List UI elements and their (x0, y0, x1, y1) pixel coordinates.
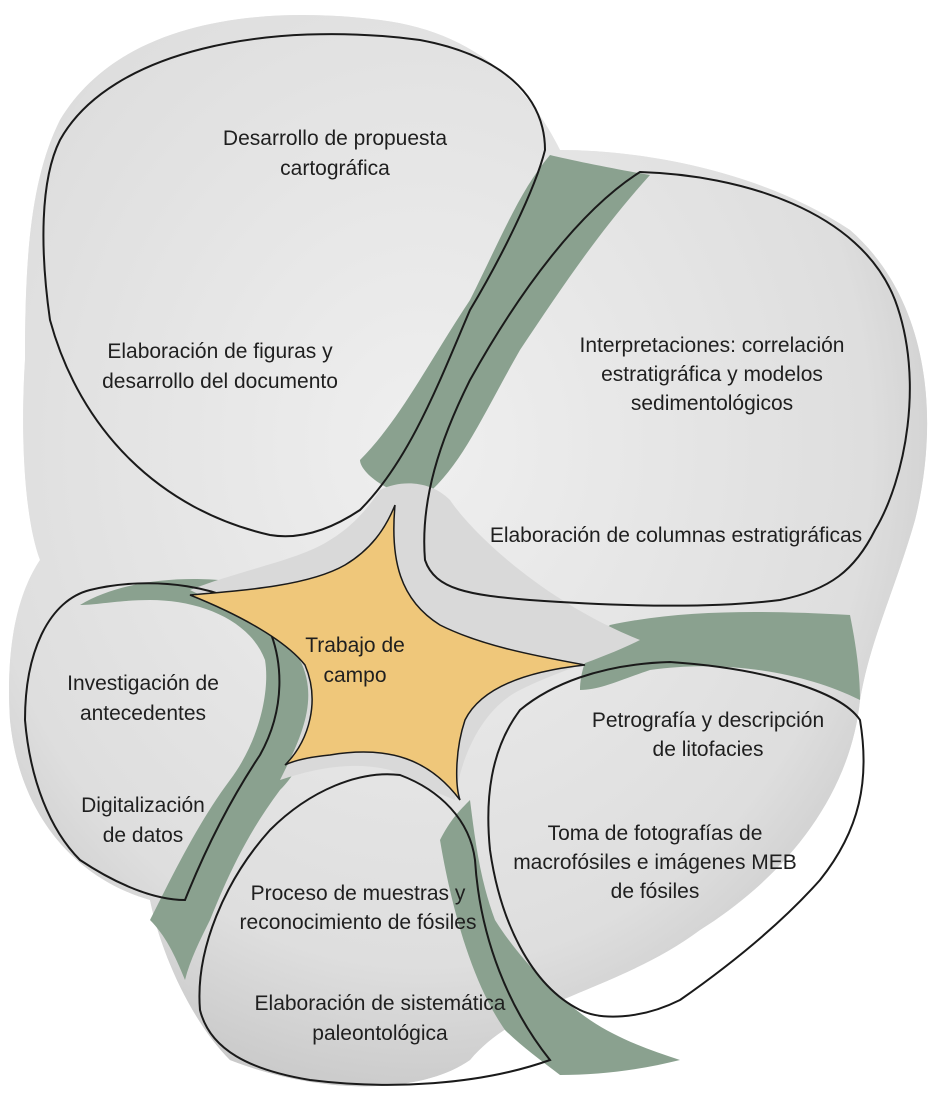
top-left-text-1-line: Desarrollo de propuesta (223, 127, 447, 150)
right-text-1-line: de litofacies (653, 738, 764, 761)
right-text-2-line: macrofósiles e imágenes MEB (513, 851, 797, 874)
top-right-text-1-line: sedimentológicos (631, 392, 793, 415)
left-text-2-line: Digitalización (81, 794, 205, 817)
top-right-text-1-line: estratigráfica y modelos (601, 363, 823, 386)
bottom-text-1-line: reconocimiento de fósiles (240, 911, 477, 934)
right-text-2-line: Toma de fotografías de (548, 822, 763, 845)
top-left-text-1-line: cartográfica (280, 157, 390, 180)
right-text-1-line: Petrografía y descripción (592, 709, 824, 732)
top-right-text-2-line: Elaboración de columnas estratigráficas (490, 524, 862, 547)
bottom-text-2-line-b: paleontológica (312, 1022, 448, 1045)
top-left-text-2-line: Elaboración de figuras y (107, 340, 333, 363)
center-label-line: campo (323, 664, 386, 687)
left-text-2-line: de datos (103, 824, 184, 847)
bottom-text-1-line: Proceso de muestras y (251, 882, 466, 905)
top-left-text-2-line: desarrollo del documento (102, 370, 338, 393)
bottom-text-2-line-a: Elaboración de sistemática (255, 992, 506, 1015)
center-label-line: Trabajo de (305, 634, 405, 657)
top-right-text-1-line: Interpretaciones: correlación (580, 334, 845, 357)
right-text-2-line: de fósiles (611, 880, 700, 903)
left-text-1-line: antecedentes (80, 702, 206, 725)
left-text-1-line: Investigación de (67, 672, 219, 695)
